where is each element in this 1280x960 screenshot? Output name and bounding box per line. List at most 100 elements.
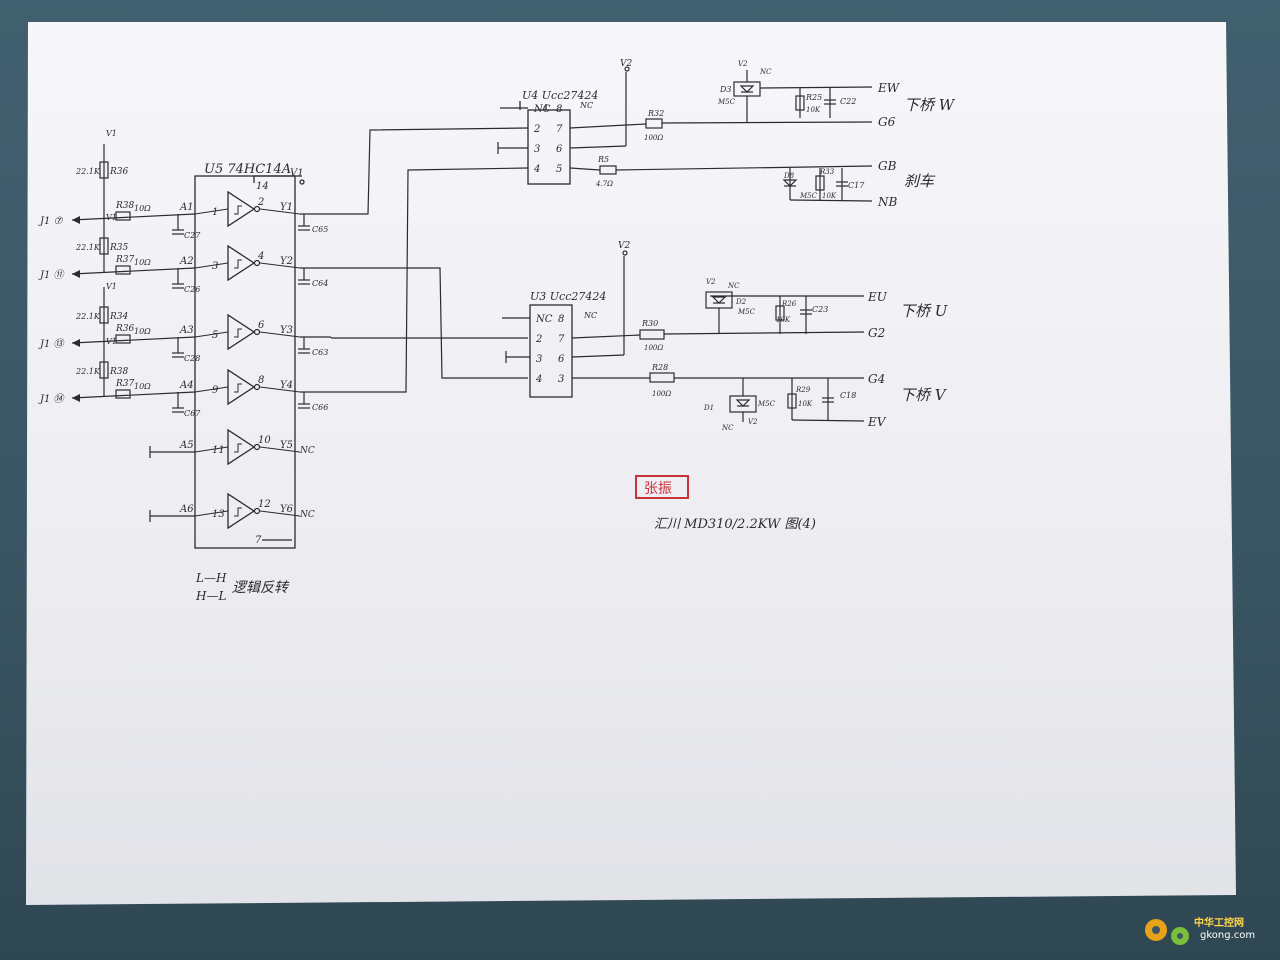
u4-res2-val: 10K (822, 192, 837, 200)
input-cap-label: C26 (184, 285, 200, 294)
u4-label-w: 下桥 W (904, 96, 956, 114)
output-cap-label: C65 (312, 225, 328, 234)
u5-in-name: A4 (179, 380, 194, 391)
driver-pin-right: 7 (556, 124, 563, 135)
vcc-label: V1 (106, 282, 117, 291)
u5-input-wire (71, 391, 196, 399)
u4-net-ew: EW (877, 81, 901, 95)
driver-pin-left: 4 (535, 374, 542, 385)
u4-v2: V2 (620, 59, 632, 69)
logic-note-1: L—H (195, 571, 227, 585)
vcc-label: V1 (106, 129, 117, 138)
u3-cu: C23 (812, 305, 828, 314)
pullup-resistor (99, 306, 109, 324)
u4-diode-v2: V2 (738, 60, 748, 68)
driver-pin-left: 2 (535, 334, 542, 345)
u5-in-pin: 3 (212, 261, 218, 272)
driver-pin-right: 6 (556, 144, 563, 155)
u5-out-name: Y2 (280, 256, 293, 267)
u4-d2-type: M5C (799, 192, 818, 200)
nc-label: NC (299, 510, 315, 520)
u5-in-name: A3 (179, 325, 194, 336)
schmitt-symbol (234, 443, 242, 453)
input-cap-label: C28 (184, 354, 200, 363)
u5-out-pin: 12 (258, 499, 271, 510)
u5-out-pin: 10 (258, 435, 271, 446)
connector-label: J1 ⑦ (38, 216, 64, 227)
u5-out-pin: 8 (258, 375, 264, 386)
pullup-resistor (99, 161, 109, 179)
u5-out-stub (259, 446, 301, 453)
u5-in-stub (194, 262, 229, 269)
u4-net-gb: GB (878, 159, 897, 173)
u5-out-name: Y5 (280, 440, 293, 451)
u3-label-v: 下桥 V (900, 386, 948, 404)
inverter-bubble (253, 328, 261, 336)
driver-pin-right: 5 (556, 164, 562, 175)
u3-cv: C18 (840, 391, 856, 400)
u3-label: U3 Ucc27424 (530, 290, 606, 303)
watermark-title: 中华工控网 (1194, 918, 1244, 929)
vcc-label: V1 (106, 337, 117, 346)
series-resistor-label: R37 (115, 255, 135, 265)
u5-in-pin: 13 (212, 509, 225, 520)
arrow-icon (72, 270, 80, 278)
u5-in-pin: 1 (212, 207, 218, 218)
paper-sheet (26, 22, 1236, 905)
u3-net-g4: G4 (868, 372, 885, 386)
u5-in-name: A6 (179, 504, 194, 515)
u4-diode-nc: NC (759, 68, 772, 76)
u4-r-bot-name: R5 (597, 155, 609, 164)
schmitt-symbol (234, 383, 242, 393)
schmitt-symbol (234, 259, 242, 269)
schmitt-symbol (234, 507, 242, 517)
u3-rv-val: 10K (798, 400, 813, 408)
u5-out-pin: 2 (257, 197, 264, 208)
output-cap-label: C64 (312, 279, 328, 288)
u5-out-name: Y3 (280, 325, 293, 336)
u4-label: U4 Ucc27424 (522, 89, 598, 102)
u5-in-stub (194, 386, 229, 393)
driver-pin-right: 8 (556, 104, 562, 115)
u3-du-v2: V2 (706, 278, 716, 286)
u5-in-pin: 11 (212, 445, 225, 456)
seal-stamp-text: 张振 (644, 481, 672, 497)
u4-res-name: R25 (805, 93, 822, 102)
pullup-resistor (99, 361, 109, 379)
u3-nc-right: NC (583, 311, 597, 320)
series-resistor-label: R36 (115, 324, 135, 334)
u5-in-pin: 5 (212, 330, 218, 341)
driver-pin-left: NC (533, 104, 551, 115)
u5-in-name: A2 (179, 256, 194, 267)
u3-net-ev: EV (867, 415, 887, 429)
u4-diode-name: D3 (719, 85, 732, 94)
driver-pin-left: 4 (533, 164, 540, 175)
vcc-label: V1 (106, 213, 117, 222)
u5-input-wire (71, 213, 196, 221)
output-cap-label: C66 (312, 403, 328, 412)
u3-dv-nc: NC (721, 424, 734, 432)
pullup-resistor-value: 22.1K (75, 312, 101, 321)
u5-out-stub (259, 262, 301, 269)
caption: 汇川 MD310/2.2KW 图(4) (654, 517, 816, 532)
series-resistor (115, 389, 131, 399)
pullup-resistor-value: 22.1K (75, 367, 101, 376)
u5-input-wire (71, 336, 196, 344)
u5-out-pin: 6 (258, 320, 265, 331)
u4-cap: C22 (840, 97, 856, 106)
inverter-bubble (253, 259, 261, 267)
inverter-bubble (253, 443, 261, 451)
u5-out-pin: 4 (257, 251, 264, 262)
u4-d2-name: D8 (783, 172, 795, 180)
series-resistor-value: 10Ω (134, 327, 151, 336)
u5-in-stub (194, 208, 229, 215)
u3-dv-v2: V2 (748, 418, 758, 426)
u3-du-name: D2 (735, 298, 747, 306)
u5-in-name: A5 (179, 440, 194, 451)
watermark: 中华工控网 gkong.com (1138, 910, 1268, 950)
driver-pin-left: NC (535, 314, 553, 325)
u3-dv-name: D1 (703, 404, 714, 412)
